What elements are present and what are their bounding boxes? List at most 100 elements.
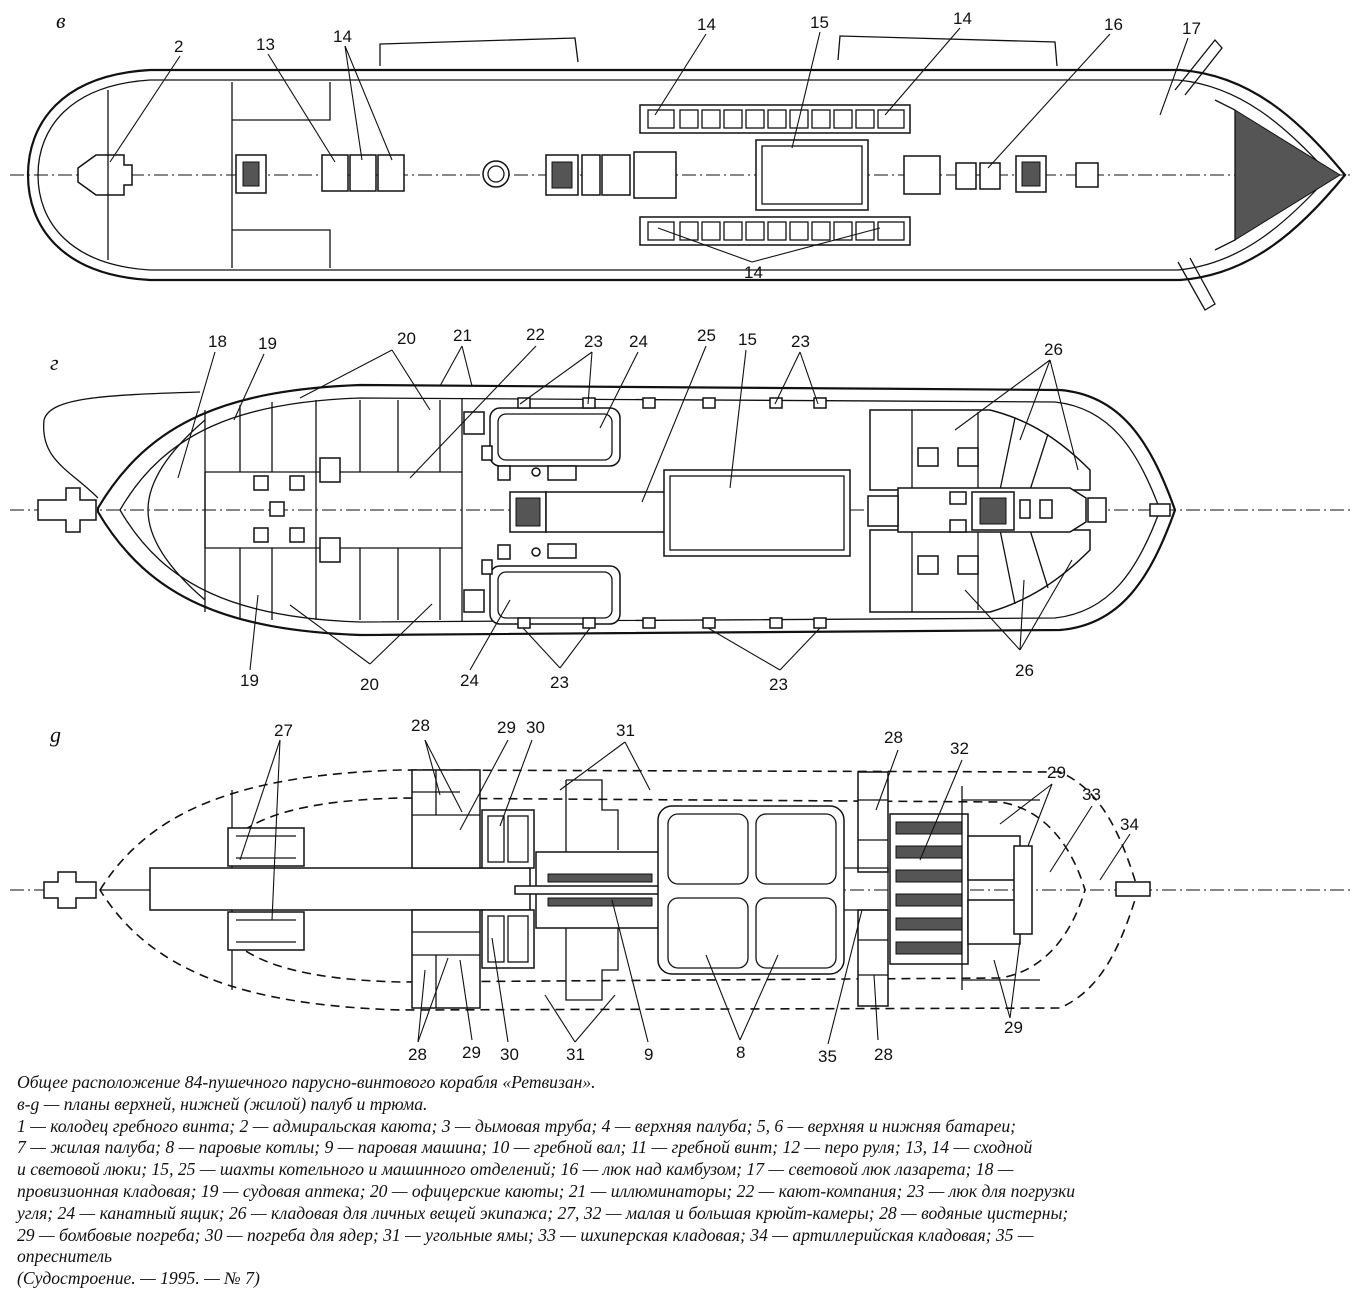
callout-label: 26 [1015, 661, 1034, 680]
bosun-store-33 [961, 786, 1040, 990]
callout-label: 29 [497, 718, 516, 737]
fwd-small-b [949, 519, 967, 533]
caption-source: (Судостроение. — 1995. — № 7) [17, 1268, 260, 1289]
callout-label: 28 [408, 1045, 427, 1064]
ship-plans-drawing: в [10, 8, 1350, 1066]
callout-label: 32 [950, 739, 969, 758]
galley-hatch-lower-inner [979, 497, 1007, 525]
crew-stores-stbd [869, 529, 1091, 613]
fwd-sq-c [917, 555, 939, 575]
coal-bunker-31-steps [565, 779, 619, 1001]
cable-locker-port-inner [497, 413, 613, 461]
magazine-27-racks [236, 835, 296, 943]
callout-label: 24 [629, 332, 648, 351]
galley-hatch-16a [955, 162, 977, 190]
small-sq-d [481, 559, 493, 575]
sickbay-skylight-17 [1075, 162, 1099, 188]
cable-locker-port [489, 407, 621, 467]
mid-hatch-b [601, 154, 631, 196]
callout-label: 14 [333, 27, 352, 46]
legend-line: 7 — жилая палуба; 8 — паровые котлы; 9 —… [17, 1137, 1033, 1158]
boiler-8-a [667, 813, 749, 885]
companion-hatch-aft-inner [242, 161, 260, 187]
callout-label: 23 [769, 675, 788, 694]
callout-label: 2 [174, 37, 183, 56]
water-tank-28-aft-port [411, 769, 481, 869]
fwd-hatch-a [903, 155, 941, 195]
callout-label: 14 [697, 15, 716, 34]
upper-hull-inner [37, 79, 1331, 271]
upper-leader-lines [109, 27, 1189, 263]
bow-grating [1234, 109, 1341, 241]
boiler-room-8 [657, 805, 845, 975]
admiral-cabin-skylight [77, 154, 133, 196]
bow-box [1087, 497, 1107, 523]
hatch-s1 [253, 475, 269, 491]
callout-numbers: 2 13 14 14 15 14 16 17 14 18 19 20 21 22… [174, 9, 1201, 1066]
small-sq-b [497, 544, 511, 560]
lower-leader-lines [177, 345, 1079, 671]
funnel-inner [487, 165, 505, 183]
bow-spar-upper [1174, 38, 1223, 96]
hold-hull-inner [231, 797, 1086, 983]
water-tank-28-fwd-grid [858, 799, 888, 976]
lower-deck-letter: г [50, 350, 59, 375]
callout-label: 34 [1120, 815, 1139, 834]
skylight-14b [377, 154, 405, 192]
callout-label: 18 [208, 332, 227, 351]
wardroom-hatch-b [319, 537, 341, 563]
legend-line: провизионная кладовая; 19 — судовая апте… [17, 1180, 1076, 1201]
bow-spar-lower [1177, 257, 1216, 311]
callout-label: 33 [1082, 785, 1101, 804]
callout-label: 15 [738, 330, 757, 349]
callout-label: 28 [874, 1045, 893, 1064]
small-sq-c [481, 445, 493, 461]
side-box-a [463, 411, 485, 435]
shell-room-29-center [1013, 845, 1033, 935]
engine-cylinders [547, 873, 653, 907]
callout-label: 31 [616, 721, 635, 740]
callout-label: 23 [791, 332, 810, 351]
callout-label: 14 [953, 9, 972, 28]
legend-line: опреснитель [17, 1246, 113, 1267]
boiler-8-c [667, 897, 749, 969]
engine-shaft-25 [545, 491, 667, 533]
caption-title: Общее расположение 84-пушечного парусно-… [17, 1072, 596, 1092]
officer-cabins-20 [239, 400, 441, 620]
vent-a [531, 467, 541, 477]
poop-deck-outline [231, 82, 331, 268]
engine-hatch-lower-inner [515, 497, 541, 527]
hold-leader-lines [239, 739, 1131, 1045]
legend-line: 29 — бомбовые погреба; 30 — погреба для … [17, 1224, 1034, 1245]
callout-label: 13 [256, 35, 275, 54]
fwd-small-c [1019, 499, 1031, 519]
callout-label: 30 [526, 718, 545, 737]
callout-label: 30 [500, 1045, 519, 1064]
fwd-hatch-lower [867, 495, 899, 527]
bow-tip [1149, 503, 1171, 517]
hatch-s2 [289, 475, 305, 491]
hold-letter: g [50, 722, 61, 747]
small-box-b [547, 543, 577, 559]
callout-label: 17 [1182, 19, 1201, 38]
desalinator-35 [844, 867, 889, 911]
hold-plan: g [10, 722, 1350, 1045]
galley-hatch-16b [979, 162, 1001, 190]
wardroom-hatch-a [319, 457, 341, 483]
lower-hull-outline [96, 383, 1177, 637]
small-sq-a [497, 465, 511, 481]
callout-label: 19 [258, 334, 277, 353]
hatch-s3 [253, 527, 269, 543]
callout-label: 23 [584, 332, 603, 351]
shell-room-29-fwd-stbd [967, 899, 1021, 945]
callout-label: 29 [462, 1043, 481, 1062]
callout-label: 21 [453, 326, 472, 345]
legend-line: и световой люки; 15, 25 — шахты котельно… [17, 1159, 1014, 1180]
crew-stores-port [869, 409, 1091, 491]
callout-label: 15 [810, 13, 829, 32]
fwd-hatch-b-inner [1021, 161, 1041, 187]
callout-label: 31 [566, 1045, 585, 1064]
upper-deck-letter: в [56, 8, 66, 33]
bow-frame [1214, 99, 1236, 251]
lower-deck-plan: г [10, 345, 1350, 671]
